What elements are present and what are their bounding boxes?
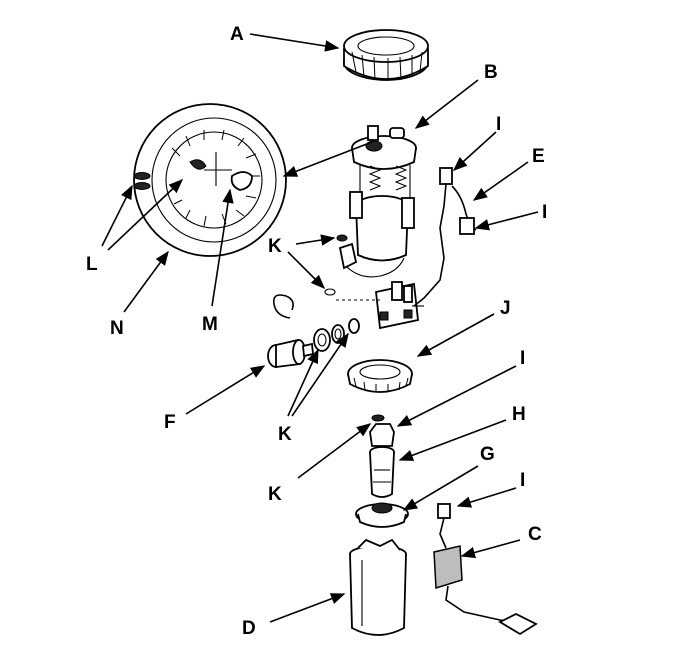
label-K-upper: K [268,236,282,257]
seal-ring-J [347,359,413,393]
label-L: L [86,254,98,275]
fuel-pump-H [369,423,395,498]
wire-harness-E [413,167,477,307]
label-N: N [110,318,124,339]
label-M: M [202,314,218,335]
callout-labels: A B I E I K L N M J I F K H G K I C D [86,24,547,639]
label-A: A [230,24,244,45]
label-K-lower: K [268,484,282,505]
retainer-clip [272,294,294,319]
cover-plate-N [133,103,287,257]
reservoir-cup-D [349,538,407,636]
label-G: G [480,444,495,465]
label-H: H [512,404,526,425]
strainer-G [355,502,409,528]
fuel-fitting-F [267,338,314,369]
label-I-middle: I [520,348,525,369]
label-D: D [242,618,256,639]
label-B: B [484,62,498,83]
label-I-top: I [496,114,501,135]
label-J: J [500,298,511,319]
lock-ring-A [343,29,429,81]
label-I-lower: I [520,470,525,491]
label-C: C [528,524,542,545]
label-I-right: I [542,202,547,223]
label-K-middle: K [278,424,292,445]
level-sender-C [433,503,538,636]
label-E: E [532,146,545,167]
leader-lines [101,33,539,623]
pump-base-B [338,125,424,330]
label-F: F [164,412,176,433]
